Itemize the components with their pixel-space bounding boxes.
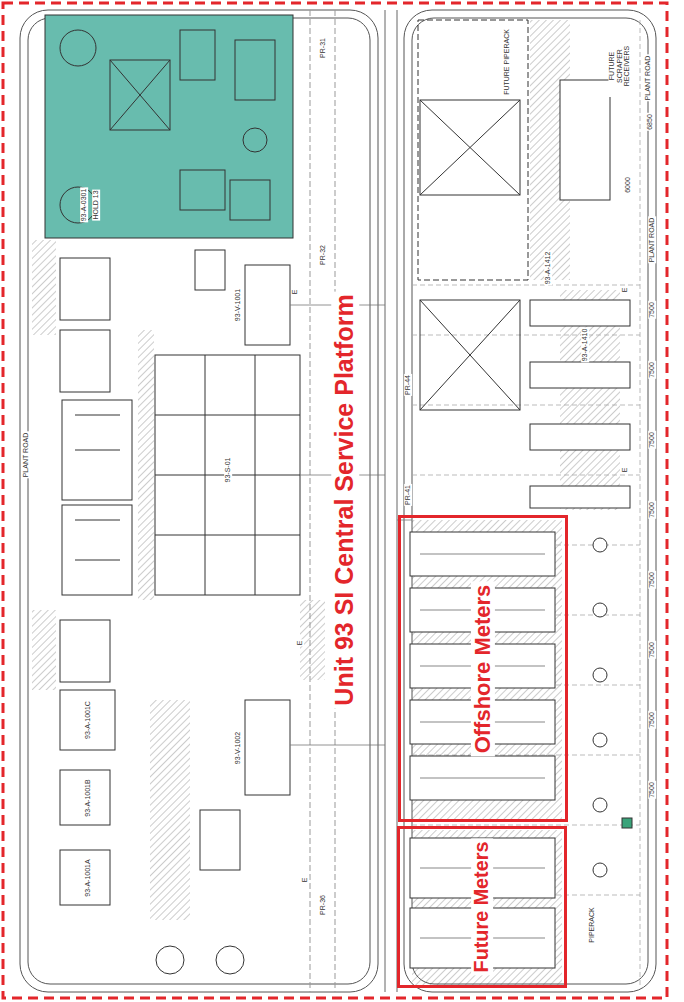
equipment-tag: 7500	[648, 641, 656, 659]
equipment-tag: 7500	[648, 711, 656, 729]
area-label: Future Meters	[471, 839, 493, 976]
equipment-tag: PR-32	[319, 244, 327, 266]
equipment-tag: 7500	[648, 361, 656, 379]
equipment-tag: PR-44	[404, 374, 412, 396]
equipment-tag: PR-36	[319, 894, 327, 916]
equipment-tag: 6000	[624, 176, 632, 194]
equipment-tag: FUTURE PIPERACK	[503, 28, 511, 96]
equipment-tag: 7500	[648, 431, 656, 449]
equipment-tag: PIPERACK	[588, 906, 596, 943]
equipment-tag: 7500	[648, 781, 656, 799]
equipment-tag: 7500	[648, 571, 656, 589]
equipment-tag: HOLD 13	[92, 189, 100, 220]
equipment-tag: PLANT ROAD	[22, 432, 30, 479]
meter-area-box: Offshore Meters	[398, 515, 568, 822]
equipment-tag: E	[301, 877, 309, 884]
equipment-tag: 93-A-1001B	[84, 778, 92, 817]
equipment-tag: 93-V-1001	[234, 288, 242, 322]
equipment-tag: 6850	[646, 113, 654, 131]
equipment-tag: 93-A-1412	[544, 251, 552, 286]
equipment-tag: PLANT ROAD	[644, 55, 652, 102]
equipment-tag: E	[291, 289, 299, 296]
platform-title: Unit 93 SI Central Service Platform	[331, 291, 359, 708]
equipment-tag: 93-A-1410	[581, 328, 589, 363]
equipment-tag: E	[621, 287, 629, 294]
equipment-tag: 93-A-0301	[80, 188, 88, 223]
equipment-tag: 7500	[648, 501, 656, 519]
meter-area-box: Future Meters	[397, 826, 567, 988]
equipment-tag: PLANT ROAD	[648, 217, 656, 264]
equipment-tag: 93-A-1001C	[84, 700, 92, 740]
equipment-tag: E	[296, 640, 304, 647]
equipment-tag: FUTURE SCRAPER RECEIVERS	[608, 35, 631, 97]
equipment-tag: E	[621, 467, 629, 474]
equipment-tag: 93-A-1001A	[84, 858, 92, 897]
equipment-tag: 93-S-01	[224, 457, 232, 484]
equipment-tag: 93-V-1002	[234, 731, 242, 765]
equipment-tag: PR-41	[404, 484, 412, 506]
equipment-tag: 7500	[648, 301, 656, 319]
equipment-tag: PR-31	[319, 37, 327, 59]
area-label: Offshore Meters	[471, 581, 495, 756]
